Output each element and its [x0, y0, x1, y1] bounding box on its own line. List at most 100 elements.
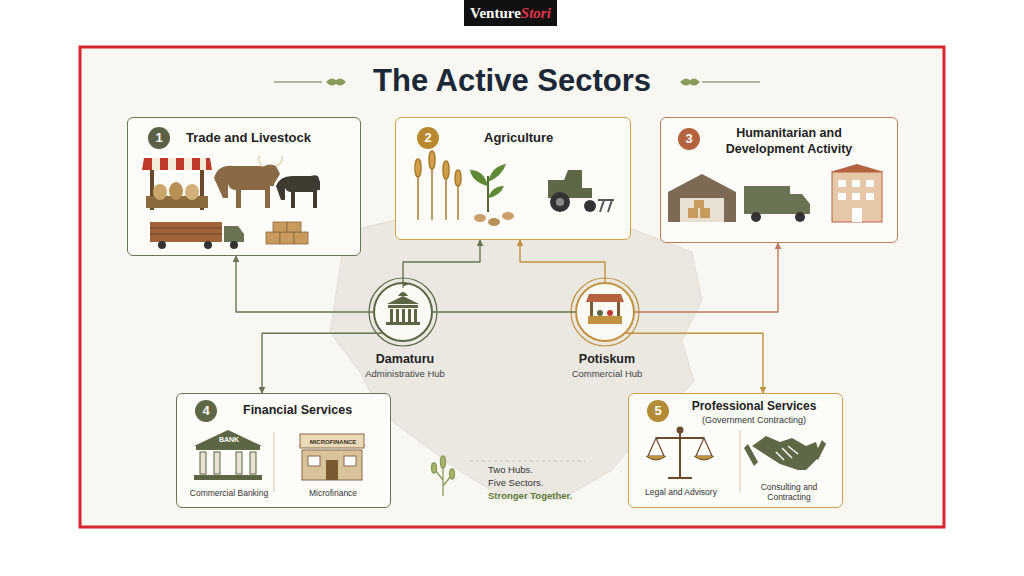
warehouse-icon: [668, 174, 736, 222]
text-slot: 2: [417, 130, 439, 146]
truck-icon: [230, 241, 238, 249]
wheat-icon: [443, 161, 449, 179]
aid-truck-icon: [744, 186, 810, 222]
tractor-icon: [556, 198, 564, 206]
bank-icon: [250, 452, 256, 474]
crates-icon: [287, 222, 301, 232]
bank-icon: [214, 452, 220, 474]
divider: [274, 430, 740, 492]
truck-icon: [224, 226, 244, 242]
government-building-icon: [408, 309, 411, 322]
node-heading: Agriculture: [484, 130, 624, 146]
plant-icon: [470, 164, 506, 198]
plant-icon: [474, 214, 486, 222]
tractor-icon: [550, 192, 570, 212]
market-hub-icon: [586, 294, 624, 324]
aid-truck-icon: [751, 212, 761, 222]
hub-circle-ring: [373, 282, 433, 342]
note-text: Stronger Together.: [488, 490, 608, 501]
wheat-icon: [429, 151, 435, 169]
warehouse-icon: [668, 174, 736, 222]
frame: [80, 47, 944, 527]
hub-circle-ring: [575, 282, 635, 342]
text-slot: Commercial Hub: [532, 368, 682, 379]
government-building-icon: [398, 292, 408, 296]
text-slot: BANK: [204, 436, 254, 444]
office-building-icon: [830, 164, 884, 222]
text-slot: Two Hubs.: [488, 464, 608, 475]
text-slot: 3: [678, 131, 700, 147]
bank-icon: [200, 452, 206, 474]
text-slot: 4: [195, 403, 217, 419]
scales-icon: [646, 456, 714, 460]
callout-number: 5: [647, 403, 669, 419]
number-badge: 5: [647, 400, 669, 422]
government-building-icon: [390, 309, 393, 322]
crates-icon: [266, 222, 308, 244]
title: The Active Sectors: [0, 62, 1024, 99]
node-text: MICROFINANCE: [301, 439, 365, 446]
government-building-icon: [386, 322, 420, 325]
scales-icon: [678, 428, 683, 433]
connector: [626, 333, 763, 393]
text-slot: Five Sectors.: [488, 477, 608, 488]
callout-number: 1: [148, 130, 170, 146]
truck-icon: [204, 241, 212, 249]
government-building-icon: [388, 305, 418, 308]
sector-box: Trade and Livestock 1: [127, 117, 361, 256]
crates-icon: [280, 232, 294, 244]
aid-truck-icon: [790, 194, 810, 214]
text-slot: Potiskum: [532, 352, 682, 367]
bank-icon: [194, 475, 262, 480]
warehouse-icon: [700, 208, 710, 218]
cattle-icon: [262, 164, 280, 184]
sector-box: Agriculture 2: [395, 117, 631, 240]
plant-icon: [488, 218, 500, 226]
sector-box: Humanitarian and Development Activity3: [660, 117, 898, 243]
truck-icon: [150, 222, 222, 242]
tractor-icon: [598, 200, 614, 212]
dashed-rule: [470, 461, 585, 462]
sector-box: Professional Services(Government Contrac…: [628, 393, 843, 508]
crates-icon: [294, 232, 308, 244]
cattle-icon: [308, 175, 320, 188]
text-slot: Stronger Together.: [488, 490, 608, 501]
market-hub-icon: [586, 294, 624, 302]
text-slot: Professional Services: [679, 399, 829, 413]
crates-icon: [273, 222, 287, 232]
sector-box: Financial ServicesBANK MICROFINANCE Commer…: [176, 393, 391, 508]
text-slot: 5: [647, 403, 669, 419]
number-badge: 2: [417, 127, 439, 149]
hub-circle: DamaturuAdministrative Hub: [373, 282, 433, 342]
text-slot: Financial Services: [243, 403, 383, 418]
node-heading: Trade and Livestock: [186, 130, 356, 146]
government-building-icon: [414, 309, 417, 322]
node-text: Legal and Advisory: [636, 487, 726, 497]
handshake-icon: [744, 440, 826, 466]
text-slot: Commercial Banking: [181, 488, 277, 498]
cattle-icon: [258, 156, 282, 166]
box-fill: [127, 117, 361, 256]
node-text: BANK: [204, 436, 254, 444]
callout-number: 2: [417, 130, 439, 146]
divider: [274, 432, 275, 492]
wheat-icon: [415, 159, 421, 177]
handshake-icon: [776, 446, 798, 460]
wheat-icon: [415, 151, 461, 220]
microfinance-icon: [298, 434, 366, 480]
callout-number: 3: [678, 131, 700, 147]
government-building-icon: [387, 296, 419, 304]
wheat-icon: [418, 152, 458, 220]
microfinance-icon: [344, 456, 356, 466]
tractor-icon: [584, 200, 596, 212]
cattle-icon: [276, 176, 320, 208]
government-building-icon: [386, 282, 420, 325]
bank-icon: [194, 430, 262, 480]
hub-circle-ring: [571, 278, 639, 346]
box-fill: [628, 393, 843, 508]
government-building-icon: [402, 309, 405, 322]
aid-truck-icon: [795, 212, 805, 222]
truck-icon: [158, 241, 166, 249]
plant-icon: [470, 164, 514, 226]
